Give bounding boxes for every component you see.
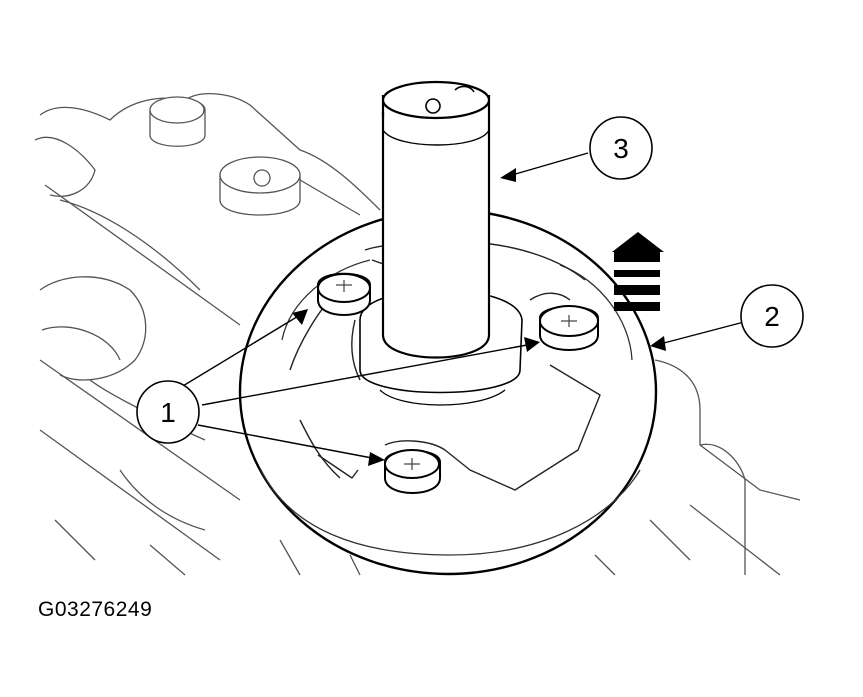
leader-lines xyxy=(167,152,745,459)
ring-lower-face xyxy=(259,467,641,556)
callout-2-label: 2 xyxy=(764,301,780,332)
callout-3-label: 3 xyxy=(613,133,629,164)
callout-1: 1 xyxy=(136,380,200,444)
bolt-right xyxy=(539,305,599,351)
callout-1-label: 1 xyxy=(160,397,176,428)
bolt-bottom xyxy=(384,449,441,494)
figure-id-label: G03276249 xyxy=(38,598,153,621)
callout-2: 2 xyxy=(740,284,804,348)
bolt-upper-left xyxy=(317,272,371,316)
leader-arrowheads xyxy=(292,168,666,466)
shaft xyxy=(381,80,491,359)
casting-bosses xyxy=(149,96,301,216)
direction-arrow-icon xyxy=(612,232,664,311)
callout-3: 3 xyxy=(589,116,653,180)
background-housing xyxy=(34,93,801,576)
